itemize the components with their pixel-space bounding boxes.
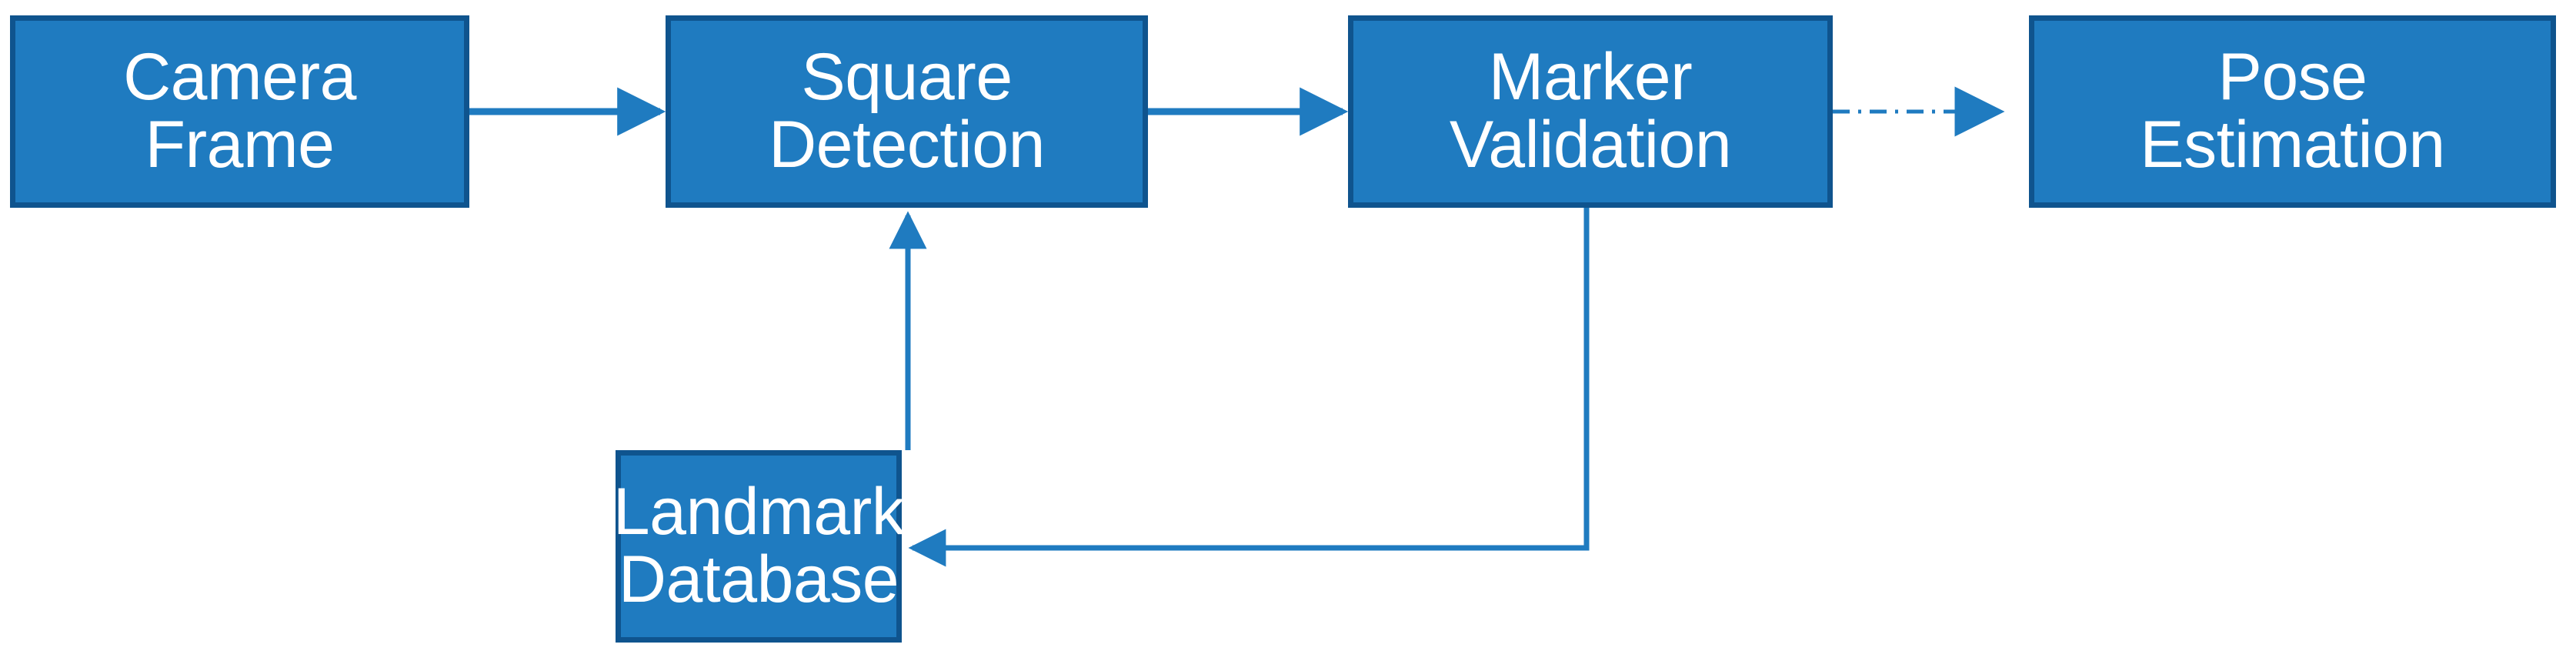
- node-marker-validation-label-line-1: Marker: [1488, 40, 1693, 115]
- node-marker-validation[interactable]: Marker Validation: [1348, 15, 1833, 208]
- node-square-detection[interactable]: Square Detection: [666, 15, 1148, 208]
- node-landmark-database-label-line-1: Landmark: [612, 475, 905, 549]
- node-camera-frame-label-line-1: Camera: [123, 40, 356, 115]
- node-square-detection-label-line-1: Square: [801, 40, 1013, 115]
- node-square-detection-label-line-2: Detection: [769, 108, 1045, 182]
- node-landmark-database[interactable]: Landmark Database: [612, 450, 905, 643]
- node-marker-validation-label-line-2: Validation: [1449, 108, 1732, 182]
- node-pose-estimation[interactable]: Pose Estimation: [2029, 15, 2556, 208]
- node-camera-frame-label-line-2: Frame: [145, 108, 335, 182]
- node-pose-estimation-label-line-2: Estimation: [2140, 108, 2445, 182]
- node-camera-frame[interactable]: Camera Frame: [10, 15, 469, 208]
- edge-marker-validation-to-landmark-database: [908, 208, 1590, 567]
- node-landmark-database-label-line-2: Database: [618, 542, 899, 616]
- node-pose-estimation-label-line-1: Pose: [2217, 40, 2367, 115]
